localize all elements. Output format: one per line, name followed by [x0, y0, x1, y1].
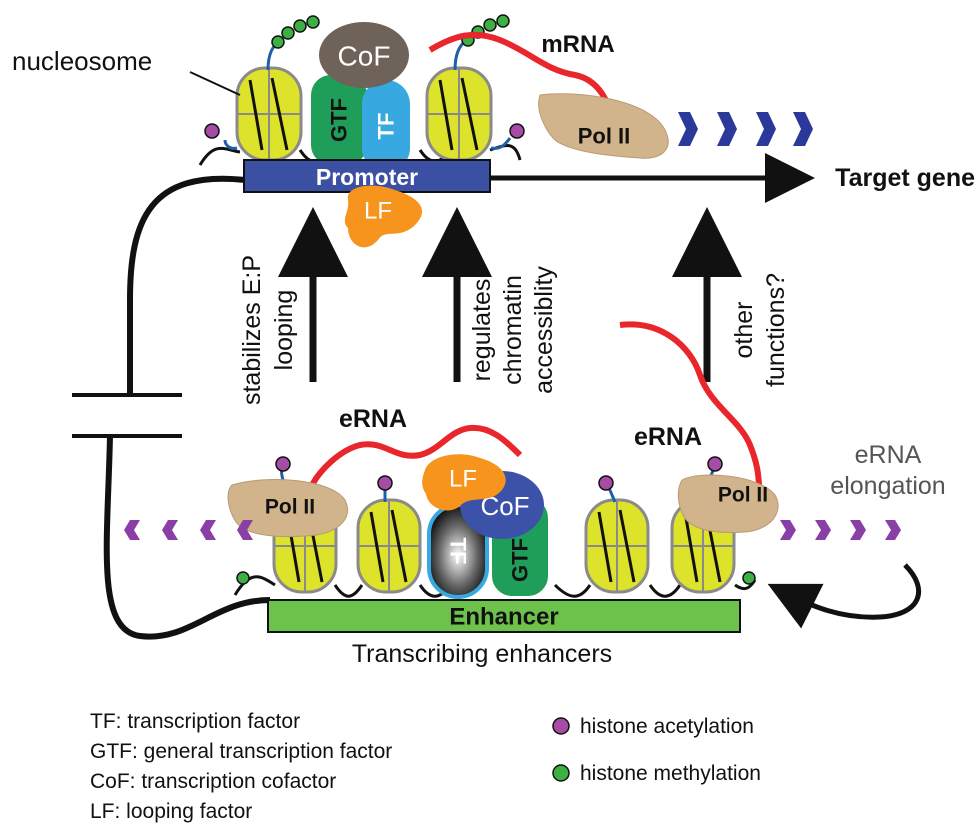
- nucleosome-label: nucleosome: [12, 46, 152, 76]
- enhancer-linker: [233, 575, 757, 598]
- other-text: other functions?: [730, 273, 790, 387]
- lf-label: LF: [364, 198, 392, 225]
- tf-label: TF: [374, 113, 399, 140]
- methylation-mark-icon: [236, 571, 250, 585]
- gtf-promoter: GTF: [311, 75, 367, 165]
- mrna-strand: [428, 31, 615, 121]
- regulates-text: regulates chromatin accessiblity: [468, 266, 558, 394]
- pol-ii-enhancer-left: Pol II: [227, 479, 348, 538]
- erna-direction-left-icon: [124, 520, 140, 540]
- tf-label: TF: [446, 538, 471, 565]
- transcription-arrow-icon: [793, 112, 813, 146]
- erna-strand-left: [309, 424, 523, 487]
- lf-label: LF: [449, 466, 477, 493]
- pol-ii-enhancer-right: Pol II: [677, 474, 779, 533]
- lf-promoter: LF: [344, 185, 423, 248]
- erna-elongation-line-1: eRNA: [855, 441, 922, 469]
- other-line-1: other: [730, 302, 758, 359]
- gtf-label: GTF: [508, 538, 533, 582]
- erna-direction-left-icon: [162, 520, 178, 540]
- mrna-label: mRNA: [541, 31, 614, 58]
- gtf-label: GTF: [327, 98, 352, 142]
- legend-abbreviations: TF: transcription factor GTF: general tr…: [90, 710, 392, 823]
- acetylation-mark-icon: [707, 456, 723, 472]
- acetylation-mark-icon: [509, 123, 525, 139]
- enhancer-label: Enhancer: [449, 604, 558, 631]
- methylation-mark-icon: [281, 26, 295, 40]
- legend-lf: LF: looping factor: [90, 800, 252, 823]
- regulates-line-2: chromatin: [499, 275, 527, 385]
- pol-ii-promoter: Pol II: [538, 93, 669, 159]
- erna-label-left: eRNA: [339, 405, 407, 433]
- nucleosome: [356, 498, 422, 594]
- histone-tail: [490, 137, 512, 150]
- methylation-mark-icon: [483, 18, 497, 32]
- regulates-line-3: accessiblity: [530, 266, 558, 394]
- histone-tail: [223, 139, 238, 150]
- methylation-mark-icon: [271, 35, 285, 49]
- pol-ii-label: Pol II: [578, 124, 631, 149]
- transcription-arrow-icon: [678, 112, 698, 146]
- cof-promoter: CoF: [319, 22, 409, 88]
- transcription-arrow-icon: [756, 112, 776, 146]
- erna-strand-right: [619, 321, 763, 496]
- erna-direction-left-icon: [237, 520, 253, 540]
- lf-enhancer: LF: [422, 454, 506, 511]
- erna-label-right: eRNA: [634, 423, 702, 451]
- erna-direction-left-icon: [200, 520, 216, 540]
- erna-direction-right-icon: [815, 520, 831, 540]
- enhancer-bar: Enhancer: [267, 599, 741, 633]
- target-gene-label: Target gene: [835, 164, 975, 192]
- promoter-bar: Promoter: [243, 159, 491, 193]
- pol-ii-label: Pol II: [265, 496, 315, 519]
- acetylation-mark-icon: [204, 123, 220, 139]
- acetylation-mark-icon: [377, 475, 393, 491]
- dna-loop-line: [103, 175, 271, 640]
- legend-marks: histone acetylation histone methylation: [552, 715, 761, 785]
- erna-direction-right-icon: [885, 520, 901, 540]
- pol-ii-label: Pol II: [718, 484, 768, 507]
- methylation-mark-icon: [496, 14, 510, 28]
- tf-promoter: TF: [362, 80, 410, 172]
- legend-methylation: histone methylation: [580, 762, 761, 785]
- acetylation-mark-icon: [598, 475, 614, 491]
- feedback-arrow: [767, 563, 922, 629]
- other-line-2: functions?: [762, 273, 790, 387]
- methylation-legend-icon: [552, 764, 570, 782]
- erna-direction-right-icon: [850, 520, 866, 540]
- stabilizes-text: stabilizes E:P looping: [238, 255, 298, 405]
- methylation-mark-icon: [293, 19, 307, 33]
- nucleosome: [235, 66, 303, 162]
- transcribing-enhancers-label: Transcribing enhancers: [352, 640, 612, 668]
- legend-acetylation: histone acetylation: [580, 715, 754, 738]
- legend-gtf: GTF: general transcription factor: [90, 740, 392, 763]
- nucleosome: [425, 66, 493, 162]
- nucleosome-pointer: [189, 71, 241, 96]
- acetylation-mark-icon: [275, 456, 291, 472]
- legend-tf: TF: transcription factor: [90, 710, 300, 733]
- stabilizes-line-2: looping: [270, 290, 298, 371]
- legend-cof: CoF: transcription cofactor: [90, 770, 336, 793]
- stabilizes-line-1: stabilizes E:P: [238, 255, 266, 405]
- erna-elongation-line-2: elongation: [830, 472, 945, 500]
- erna-direction-right-icon: [780, 520, 796, 540]
- transcription-arrow-icon: [717, 112, 737, 146]
- acetylation-legend-icon: [552, 717, 570, 735]
- regulates-line-1: regulates: [468, 279, 496, 382]
- methylation-mark-icon: [306, 15, 320, 29]
- nucleosome: [584, 498, 650, 594]
- methylation-mark-icon: [742, 571, 756, 585]
- cof-label: CoF: [338, 41, 391, 72]
- promoter-label: Promoter: [316, 164, 418, 190]
